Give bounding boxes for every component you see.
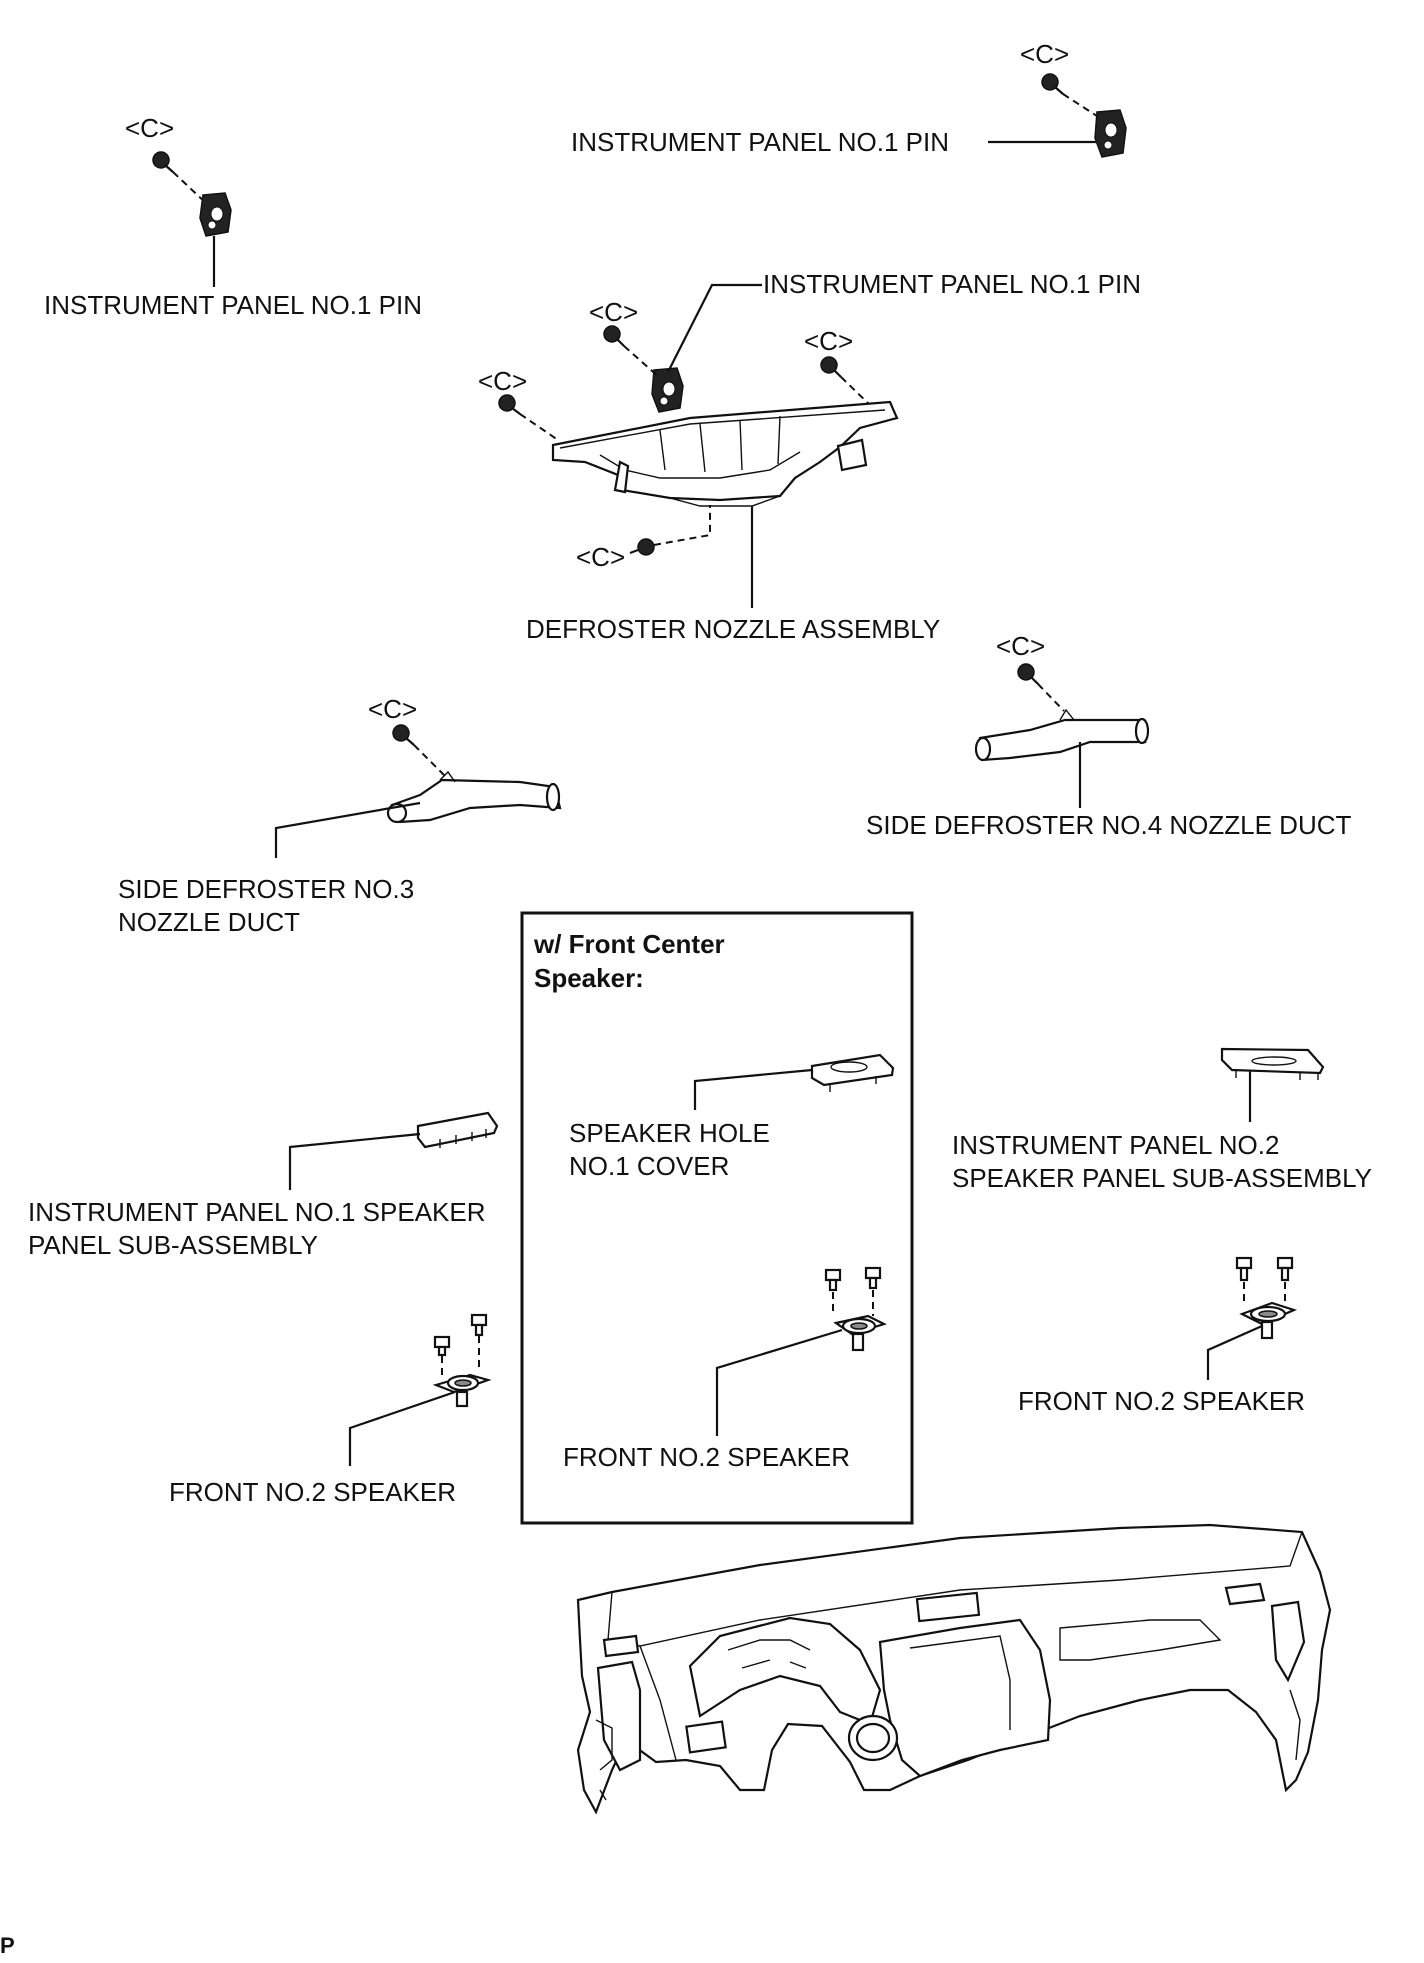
instrument-panel-icon	[576, 1523, 1332, 1815]
bolt-icon	[433, 1335, 451, 1357]
hole-cover-label-line2: NO.1 COVER	[569, 1151, 730, 1181]
speaker-icon	[1239, 1301, 1298, 1340]
pin-top-left-group	[152, 151, 232, 287]
speaker-icon	[833, 1314, 887, 1352]
clip-screw-icon	[820, 356, 842, 378]
side-no3-label-line1: SIDE DEFROSTER NO.3	[118, 874, 415, 904]
bolt-icon	[1235, 1256, 1253, 1282]
clip-code-label: <C>	[125, 113, 175, 143]
clip-screw-icon	[1017, 663, 1039, 685]
clip-code-label: <C>	[478, 366, 528, 396]
clip-screw-icon	[1041, 73, 1064, 95]
clip-code-label: <C>	[368, 694, 418, 724]
pin-top-left-label: INSTRUMENT PANEL NO.1 PIN	[44, 290, 423, 320]
speaker-panel-no2-group	[1220, 1047, 1325, 1122]
clip-screw-icon	[629, 538, 655, 556]
clip-screw-icon	[498, 394, 521, 415]
side-defroster-no3-group	[274, 724, 562, 858]
pin-top-right-label: INSTRUMENT PANEL NO.1 PIN	[571, 127, 950, 157]
speaker-left-group	[348, 1313, 492, 1466]
bolt-icon	[1276, 1256, 1294, 1282]
clip-screw-icon	[152, 151, 174, 173]
clip-code-label: <C>	[576, 542, 626, 572]
speaker-center-label: FRONT NO.2 SPEAKER	[563, 1442, 851, 1472]
corner-code: P	[0, 1933, 15, 1958]
panel-no1-label-line2: PANEL SUB-ASSEMBLY	[28, 1230, 318, 1260]
defroster-nozzle-label: DEFROSTER NOZZLE ASSEMBLY	[526, 614, 941, 644]
side-defroster-no4-group	[974, 663, 1150, 808]
bolt-icon	[864, 1266, 882, 1290]
front-center-speaker-box	[520, 911, 914, 1525]
clip-screw-icon	[392, 724, 415, 746]
box-title-line2: Speaker:	[534, 963, 644, 993]
side-no4-label: SIDE DEFROSTER NO.4 NOZZLE DUCT	[866, 810, 1352, 840]
speaker-right-label: FRONT NO.2 SPEAKER	[1018, 1386, 1306, 1416]
clip-code-label: <C>	[804, 326, 854, 356]
pin-center-label: INSTRUMENT PANEL NO.1 PIN	[763, 269, 1142, 299]
panel-no2-label-line1: INSTRUMENT PANEL NO.2	[952, 1130, 1280, 1160]
defroster-nozzle-assembly-group	[498, 283, 899, 608]
pin-icon	[1094, 109, 1127, 158]
clip-code-label: <C>	[1020, 39, 1070, 69]
speaker-hole-cover-icon	[810, 1053, 895, 1092]
clip-screw-icon	[603, 325, 625, 347]
speaker-left-label: FRONT NO.2 SPEAKER	[169, 1477, 457, 1507]
pin-icon	[651, 367, 684, 413]
side-no3-label-line2: NOZZLE DUCT	[118, 907, 300, 937]
pin-icon	[199, 192, 232, 237]
bolt-icon	[470, 1313, 488, 1337]
speaker-icon	[432, 1373, 492, 1408]
hole-cover-label-line1: SPEAKER HOLE	[569, 1118, 770, 1148]
bolt-icon	[824, 1268, 842, 1292]
panel-no1-label-line1: INSTRUMENT PANEL NO.1 SPEAKER	[28, 1197, 486, 1227]
panel-no2-label-line2: SPEAKER PANEL SUB-ASSEMBLY	[952, 1163, 1372, 1193]
box-title-line1: w/ Front Center	[534, 929, 725, 959]
pin-top-right-group	[988, 73, 1127, 158]
speaker-panel-no1-group	[288, 1111, 499, 1190]
clip-code-label: <C>	[996, 631, 1046, 661]
clip-code-label: <C>	[589, 297, 639, 327]
speaker-right-group	[1206, 1256, 1298, 1380]
